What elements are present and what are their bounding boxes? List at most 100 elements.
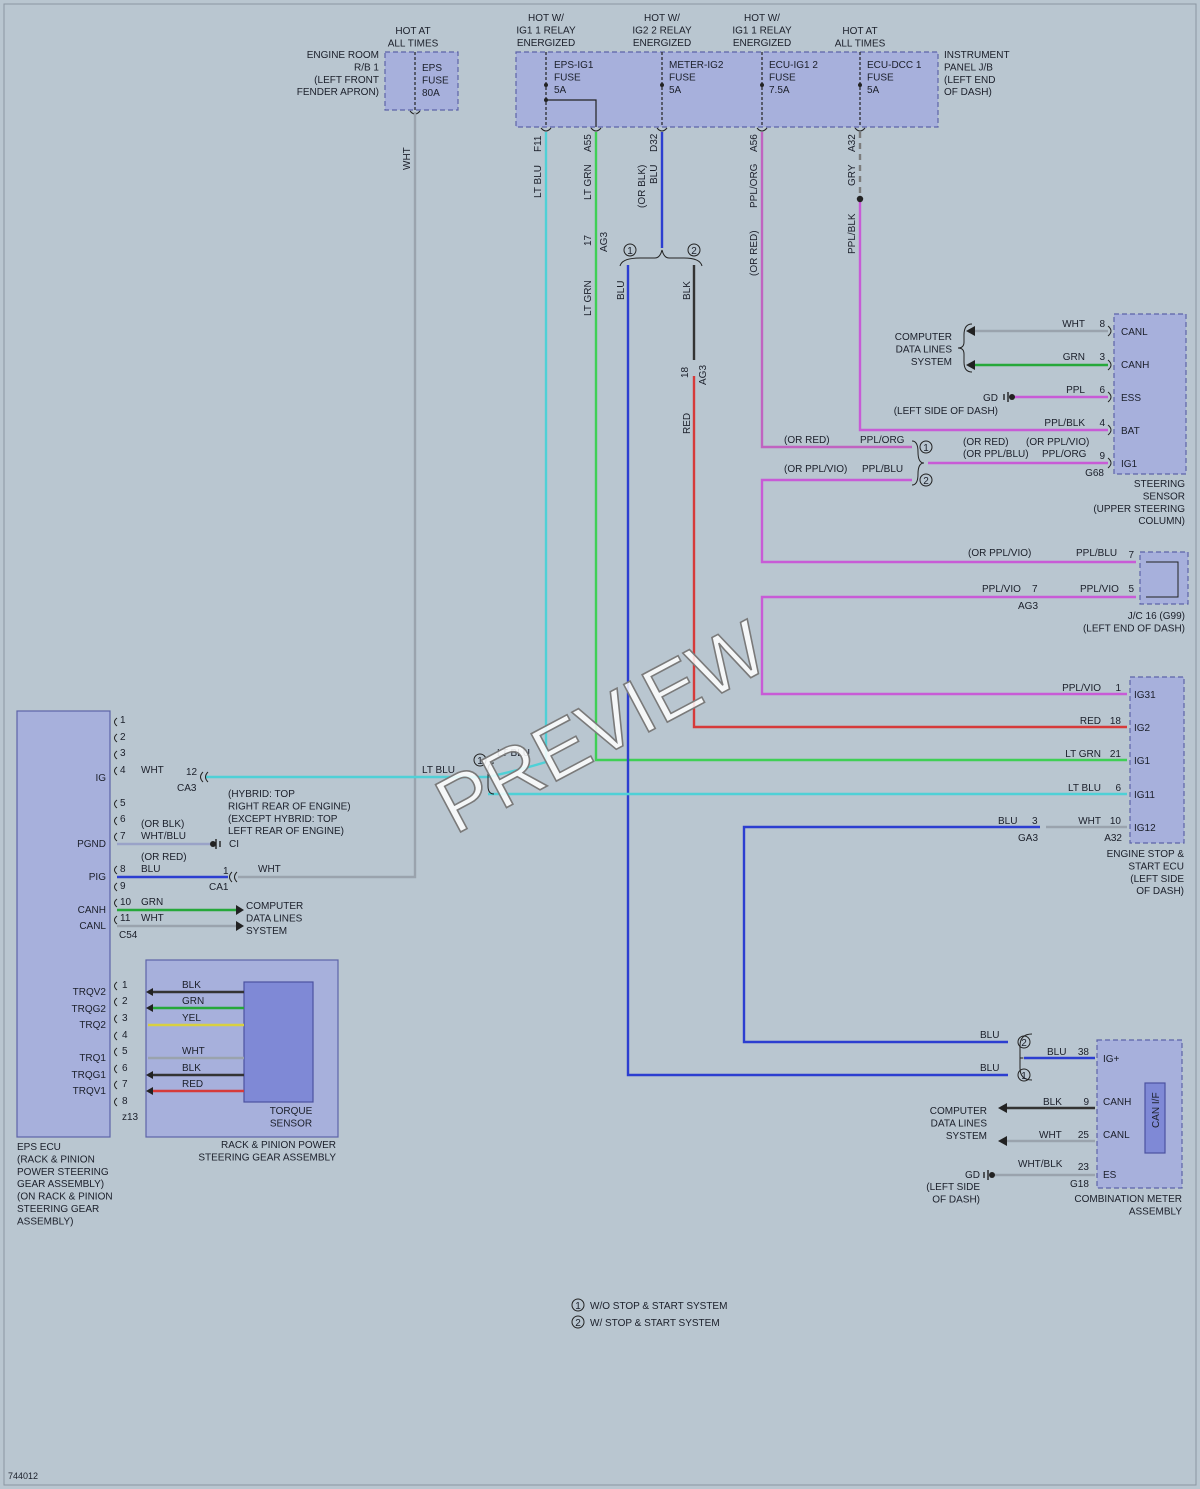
wire-label-lt-grn-2: LT GRN: [583, 280, 594, 316]
jc16-box: [1139, 551, 1189, 605]
steering-num-4: 4: [1099, 418, 1105, 429]
svg-text:TRQV2: TRQV2: [73, 987, 107, 998]
text-line: HOT W/: [644, 13, 680, 24]
steering-option-2: 2: [923, 476, 929, 487]
svg-text:9: 9: [120, 881, 126, 892]
svg-text:1: 1: [122, 980, 128, 991]
ground-symbols: [215, 392, 1009, 1180]
wire-label-or-red-a56: (OR RED): [749, 230, 760, 276]
text-line: IG2 2 RELAY: [632, 25, 692, 36]
pin-d32: D32: [649, 133, 660, 152]
wire-label-d32: BLU: [649, 165, 660, 184]
text-line: HOT AT: [842, 26, 877, 37]
legend-markers: [571, 1298, 585, 1329]
eps-pig-wht: WHT: [258, 864, 281, 875]
text-line: HOT AT: [395, 26, 430, 37]
pin-ag3-b: AG3: [698, 365, 709, 385]
eps-pgnd-wire: WHT/BLU: [141, 831, 186, 842]
svg-text:7: 7: [122, 1079, 128, 1090]
steering-sensor-pin-marks: [1107, 325, 1112, 469]
text-line: DATA LINES: [896, 344, 953, 355]
torque-wire-blk-1: BLK: [182, 980, 201, 991]
text-line: PANEL J/B: [944, 62, 993, 73]
meter-pin-canl: CANL: [1103, 1130, 1130, 1141]
text-line: FUSE: [769, 72, 796, 83]
eps-ecu-canl: CANL: [79, 921, 106, 932]
text-line: RIGHT REAR OF ENGINE): [228, 801, 351, 812]
text-line: 80A: [422, 88, 440, 99]
torque-arrows: [146, 988, 153, 1095]
wire-blu-opt1: [626, 265, 1008, 1077]
svg-text:3: 3: [122, 1013, 128, 1024]
text-line: (LEFT SIDE: [1130, 874, 1184, 885]
ecu-pin-ig2: IG2: [1134, 723, 1151, 734]
steering-pin-canh: CANH: [1121, 360, 1149, 371]
text-line: OF DASH): [1136, 886, 1184, 897]
text-line: INSTRUMENT: [944, 50, 1010, 61]
meter-num-38: 38: [1078, 1047, 1090, 1058]
eps-fuse-box: [384, 51, 459, 111]
combination-meter-box: [1096, 1039, 1183, 1189]
wire-label-red: RED: [682, 413, 693, 434]
cdls-brace-meter: [1019, 1033, 1033, 1081]
meter-wire-wht: WHT: [1039, 1130, 1062, 1141]
wire-ppl-blk: [858, 200, 1108, 432]
eps-canl-wire: WHT: [141, 913, 164, 924]
wire-label-blu: BLU: [616, 281, 627, 300]
text-line: ALL TIMES: [835, 38, 886, 49]
steering-option-1: 1: [923, 443, 929, 454]
ecu-pin-ig12: IG12: [1134, 823, 1156, 834]
pin-a32: A32: [847, 134, 858, 152]
torque-wire-grn: GRN: [182, 996, 204, 1007]
text-line: STEERING: [1134, 479, 1185, 490]
wire-lt-blu-ig: [206, 760, 547, 779]
ig1-r1a: (OR RED): [784, 435, 830, 446]
legend-text-1: W/O STOP & START SYSTEM: [590, 1301, 727, 1312]
eps-ca3: CA3: [177, 783, 197, 794]
eps-pig-wire: BLU: [141, 864, 160, 875]
pin-ag3-17: 17: [583, 234, 594, 246]
text-line: EPS ECU: [17, 1142, 61, 1153]
meter-wire-blu: BLU: [1047, 1047, 1066, 1058]
svg-text:4: 4: [122, 1030, 128, 1041]
legend-text-2: W/ STOP & START SYSTEM: [590, 1318, 720, 1329]
text-line: ENERGIZED: [633, 38, 691, 49]
text-line: ASSEMBLY: [1129, 1206, 1182, 1217]
svg-text:TRQ1: TRQ1: [79, 1053, 106, 1064]
text-line: DATA LINES: [931, 1118, 988, 1129]
eps-ecu-c54: C54: [119, 930, 138, 941]
steering-connector: G68: [1085, 468, 1104, 479]
eps-ecu-upper-numbers: 1 2 3 4 5 6 7 8 9 10 11: [120, 715, 132, 924]
svg-text:6: 6: [120, 814, 126, 825]
text-line: METER-IG2: [669, 60, 724, 71]
torque-sensor-block: [243, 981, 314, 1103]
eps-ecu-lower-numbers: 1 2 3 4 5 6 7 8: [122, 980, 128, 1107]
text-line: (ON RACK & PINION: [17, 1192, 113, 1203]
text-line: J/C 16 (G99): [1128, 611, 1185, 622]
meter-pin-canh: CANH: [1103, 1097, 1131, 1108]
steering-option-brace: [911, 440, 925, 486]
jc16-connector: AG3: [1018, 601, 1038, 612]
can-if-label: CAN I/F: [1151, 1092, 1162, 1128]
ig1-r1d: (OR PPL/VIO): [1026, 437, 1089, 448]
wire-wht-eps: [238, 112, 417, 879]
meter-pin-es: ES: [1103, 1170, 1117, 1181]
steering-num-8: 8: [1099, 319, 1105, 330]
text-line: 5A: [867, 85, 880, 96]
svg-text:2: 2: [120, 732, 126, 743]
wire-ppl-blu-opt2: [760, 478, 1136, 564]
steering-num-6: 6: [1099, 385, 1105, 396]
svg-text:8: 8: [120, 864, 126, 875]
svg-text:TRQV1: TRQV1: [73, 1086, 107, 1097]
svg-text:4: 4: [120, 765, 126, 776]
